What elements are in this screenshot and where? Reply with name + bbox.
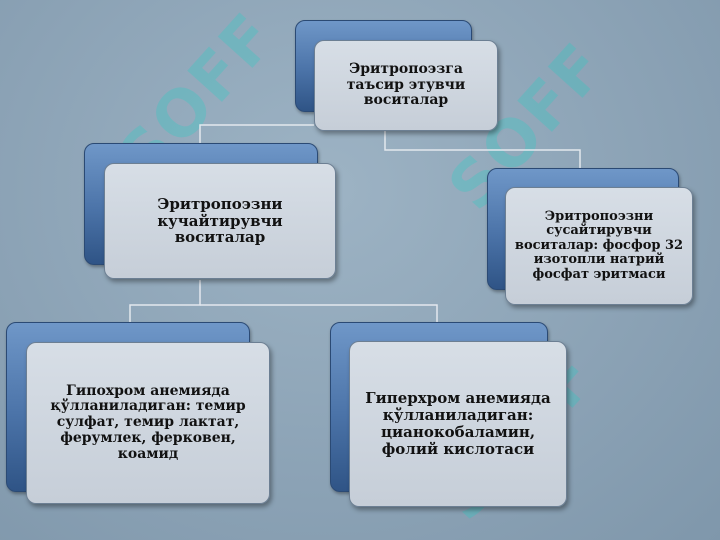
left-child-2-node: Гиперхром анемияда қўлланиладиган: циано… bbox=[349, 341, 567, 507]
connector-left-child2 bbox=[200, 304, 438, 322]
left-node-label: Эритропоэзни кучайтирувчи воситалар bbox=[157, 194, 283, 247]
left-child-1-node: Гипохром анемияда қўлланиладиган: темир … bbox=[26, 342, 270, 504]
left-node: Эритропоэзни кучайтирувчи воситалар bbox=[104, 163, 336, 279]
root-node: Эритропоэзга таъсир этувчи воситалар bbox=[314, 40, 498, 131]
connector-left-children bbox=[129, 280, 201, 322]
connector-root-left bbox=[199, 124, 314, 145]
connector-root-right bbox=[384, 130, 581, 170]
left-child-1-label: Гипохром анемияда қўлланиладиган: темир … bbox=[50, 382, 246, 462]
right-node: Эритропоэзни сусайтирувчи воситалар: фос… bbox=[505, 187, 693, 305]
right-node-label: Эритропоэзни сусайтирувчи воситалар: фос… bbox=[514, 208, 684, 282]
root-node-label: Эритропоэзга таъсир этувчи воситалар bbox=[346, 60, 466, 109]
left-child-2-label: Гиперхром анемияда қўлланиладиган: циано… bbox=[365, 389, 551, 458]
